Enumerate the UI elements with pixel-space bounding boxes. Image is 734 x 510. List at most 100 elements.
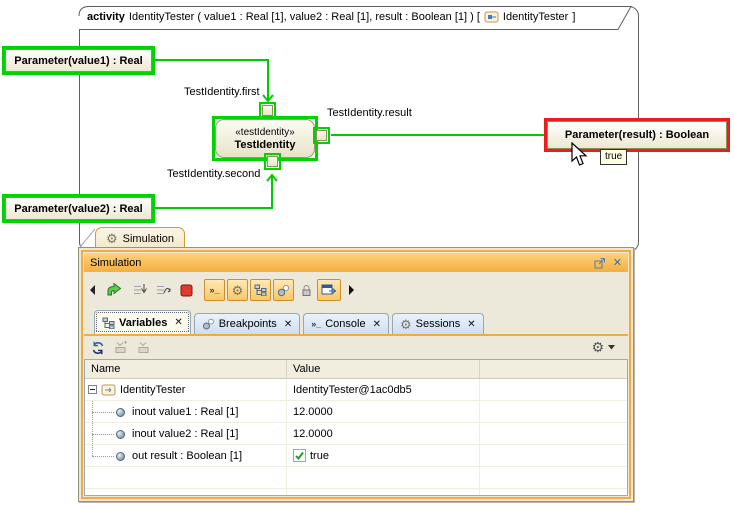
tab-label: Breakpoints — [218, 318, 277, 330]
row-name: inout value1 : Real [1] — [132, 405, 239, 418]
variables-tree-icon — [102, 317, 115, 329]
input-pin-first[interactable] — [259, 102, 276, 119]
column-header-value[interactable]: Value — [287, 360, 480, 378]
lock-icon[interactable] — [301, 284, 312, 297]
table-row-empty — [85, 467, 627, 489]
console-toggle-icon[interactable]: »_ — [204, 279, 225, 301]
activity-element-icon — [101, 384, 116, 395]
column-header-name[interactable]: Name — [85, 360, 287, 378]
collapse-left-icon[interactable] — [90, 285, 96, 295]
export-icon — [115, 341, 127, 353]
collapse-expander-icon[interactable] — [88, 385, 97, 394]
sessions-gear-icon: ⚙ — [399, 316, 412, 332]
tab-label: Sessions — [415, 318, 461, 330]
row-value: 12.0000 — [293, 427, 333, 440]
param-value1-label: Parameter(value1) : Real — [14, 54, 143, 67]
breakpoints-toggle-icon[interactable] — [273, 279, 294, 301]
param-node-result[interactable]: Parameter(result) : Boolean — [544, 118, 730, 152]
activity-diagram-icon — [484, 11, 499, 23]
param-result-label: Parameter(result) : Boolean — [564, 129, 710, 141]
frame-bracket-close: ] — [572, 11, 576, 23]
simulation-window-tab[interactable]: ⚙ Simulation — [95, 227, 186, 249]
pin-square — [262, 105, 273, 116]
resume-icon[interactable] — [105, 282, 122, 298]
param-node-value2[interactable]: Parameter(value2) : Real — [2, 194, 155, 223]
table-row-empty — [85, 489, 627, 495]
tab-label: Variables — [119, 316, 168, 329]
row-name: inout value2 : Real [1] — [132, 427, 239, 440]
tab-variables[interactable]: Variables ✕ — [94, 310, 191, 334]
edge-value2-arrowhead — [266, 173, 278, 182]
pin-property-icon — [116, 408, 125, 417]
pin-label-result: TestIdentity.result — [327, 107, 412, 119]
settings-toggle-icon[interactable]: ⚙ — [227, 279, 248, 301]
row-value: IdentityTester@1ac0db5 — [293, 383, 412, 396]
edge-value2-to-second[interactable] — [155, 176, 273, 209]
panel-toolbar: »_ ⚙ — [84, 272, 628, 308]
pin-property-icon — [116, 452, 125, 461]
simulation-gear-icon: ⚙ — [106, 231, 118, 246]
float-window-icon[interactable] — [594, 257, 606, 269]
param-value2-label: Parameter(value2) : Real — [14, 202, 143, 215]
panel-title: Simulation — [90, 256, 142, 269]
tab-console[interactable]: »_ Console ✕ — [303, 313, 389, 334]
edge-value1-arrowhead — [262, 94, 274, 103]
breakpoints-icon — [202, 318, 214, 330]
dropdown-arrow-icon — [608, 345, 615, 350]
pin-property-icon — [116, 430, 125, 439]
animation-window-toggle-icon[interactable] — [317, 279, 341, 301]
input-pin-second[interactable] — [264, 153, 281, 170]
table-row[interactable]: inout value1 : Real [1] 12.0000 — [85, 401, 627, 423]
checkbox-checked-icon[interactable] — [293, 449, 306, 462]
row-name: out result : Boolean [1] — [132, 449, 243, 462]
pin-square — [316, 130, 327, 141]
panel-frame: Simulation ✕ — [81, 250, 631, 499]
close-tab-icon[interactable]: ✕ — [372, 318, 381, 330]
table-row[interactable]: inout value2 : Real [1] 12.0000 — [85, 423, 627, 445]
frame-signature: IdentityTester ( value1 : Real [1], valu… — [128, 11, 480, 23]
output-pin-result[interactable] — [313, 127, 330, 144]
refresh-icon[interactable] — [91, 341, 105, 355]
value-tooltip: true — [600, 149, 628, 165]
frame-diagram-name: IdentityTester — [502, 11, 569, 23]
param-node-value1[interactable]: Parameter(value1) : Real — [2, 46, 155, 75]
pin-label-second: TestIdentity.second — [167, 168, 261, 180]
panel-titlebar[interactable]: Simulation ✕ — [84, 253, 628, 272]
variables-toolbar: ⚙ — [84, 336, 628, 359]
expand-right-icon[interactable] — [348, 285, 354, 295]
edge-value1-to-first[interactable] — [155, 59, 269, 100]
close-tab-icon[interactable]: ✕ — [283, 318, 293, 330]
variables-table: Name Value IdentityTester IdentityTester… — [84, 359, 628, 496]
pin-square — [267, 156, 278, 167]
console-icon: »_ — [311, 319, 322, 329]
table-row[interactable]: IdentityTester IdentityTester@1ac0db5 — [85, 379, 627, 401]
mouse-cursor — [571, 142, 588, 166]
frame-keyword: activity — [87, 11, 125, 23]
simulation-panel: Simulation ✕ — [78, 247, 634, 502]
tab-label: Console — [325, 318, 366, 330]
stop-icon[interactable] — [180, 284, 193, 297]
close-tab-icon[interactable]: ✕ — [174, 317, 183, 328]
row-name: IdentityTester — [120, 383, 186, 396]
table-header: Name Value — [85, 360, 627, 379]
tab-sessions[interactable]: ⚙ Sessions ✕ — [391, 313, 484, 334]
options-gear-icon: ⚙ — [591, 339, 604, 355]
action-name: TestIdentity — [234, 138, 296, 151]
close-tab-icon[interactable]: ✕ — [467, 318, 476, 330]
frame-title: activity IdentityTester ( value1 : Real … — [87, 11, 575, 23]
tabbar-ramp — [79, 228, 96, 248]
options-menu[interactable]: ⚙ — [591, 339, 615, 356]
close-panel-icon[interactable]: ✕ — [612, 257, 622, 269]
step-over-icon[interactable] — [155, 283, 171, 297]
pin-label-first: TestIdentity.first — [184, 86, 260, 98]
action-stereotype: «testIdentity» — [235, 126, 295, 138]
row-value: 12.0000 — [293, 405, 333, 418]
variables-toggle-icon[interactable] — [250, 279, 271, 301]
step-into-icon[interactable] — [132, 283, 148, 297]
table-row[interactable]: out result : Boolean [1] true — [85, 445, 627, 467]
column-header-empty — [480, 360, 627, 378]
panel-tabstrip: Variables ✕ Breakpoints ✕ »_ Console ✕ — [84, 308, 628, 336]
import-icon — [138, 342, 149, 353]
tab-breakpoints[interactable]: Breakpoints ✕ — [193, 313, 301, 334]
